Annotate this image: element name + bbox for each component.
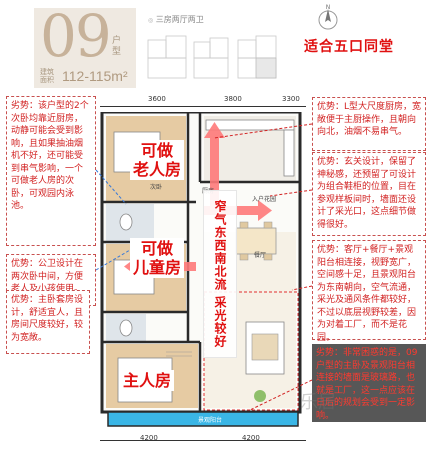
dim-top-1: 3600 [148, 95, 166, 103]
unit-number: 09 [40, 2, 112, 70]
callout-right-2: 优势：玄关设计，保留了神秘感，还预留了可设计为组合鞋柜的位置，目在参观样板间时，… [312, 152, 426, 236]
room-label-elder: 可做 老人房 [130, 140, 185, 180]
compass-icon: N [318, 4, 338, 30]
plan-header: 09 户型 建筑面积 112-115m² ◎ 三房两厅两卫 N 适合五口同堂 [0, 0, 431, 92]
unit-number-box: 09 户型 建筑面积 112-115m² [34, 2, 136, 88]
dim-bottom-2: 4200 [242, 434, 260, 442]
callout-right-1: 优势：L型大尺度厨房，宽敞便于主厨操作，且朝向向北，油烟不易串气。 [312, 97, 426, 151]
callout-left-top: 劣势：该户型的2个次卧均靠近厨房，动静可能会受到影响，且如果抽油烟机不好，还可能… [6, 96, 96, 246]
layout-name-text: 三房两厅两卫 [155, 15, 204, 24]
room-label-master: 主人房 [120, 370, 175, 391]
area-value: 112-115m² [62, 68, 128, 84]
label-dining: 餐厅 [254, 252, 267, 259]
compass-letter: N [326, 4, 331, 11]
slogan: 适合五口同堂 [304, 39, 394, 55]
key-plan-thumbnail [147, 35, 277, 79]
watermark: 乐居 [300, 392, 336, 413]
dim-top-3: 3300 [282, 95, 300, 103]
label-entrance: 入户花园 [252, 196, 277, 203]
layout-bullet: ◎ [148, 17, 154, 24]
label-balcony: 景观阳台 [198, 417, 223, 424]
callout-left-bot: 优势：主卧套房设计，舒适宜人，且房间尺度较好，较为宽敞。 [6, 290, 90, 354]
area-label: 建筑面积 [40, 68, 54, 84]
dim-line-bottom [100, 440, 306, 441]
callout-right-4: 劣势：非常困惑的是，09户型的主卧及景观阳台相连接的墙面是玻璃路，也就是工厂，这… [312, 344, 426, 422]
layout-name: ◎ 三房两厅两卫 [148, 14, 204, 25]
room-label-kids: 可做 儿童房 [130, 238, 185, 278]
callout-right-3: 优势：客厅+餐厅+景观阳台相连接，视野宽广，空间感十足，且景观阳台为东南朝向，空… [312, 240, 426, 343]
dim-top-2: 3800 [224, 95, 242, 103]
label-elder-small: 次卧 [150, 184, 163, 191]
dim-bottom-1: 4200 [140, 434, 158, 442]
ventilation-note: 窄气东西南北流 采光较好 [203, 190, 237, 358]
dim-line-top [100, 106, 306, 107]
unit-suffix: 户型 [112, 36, 122, 57]
